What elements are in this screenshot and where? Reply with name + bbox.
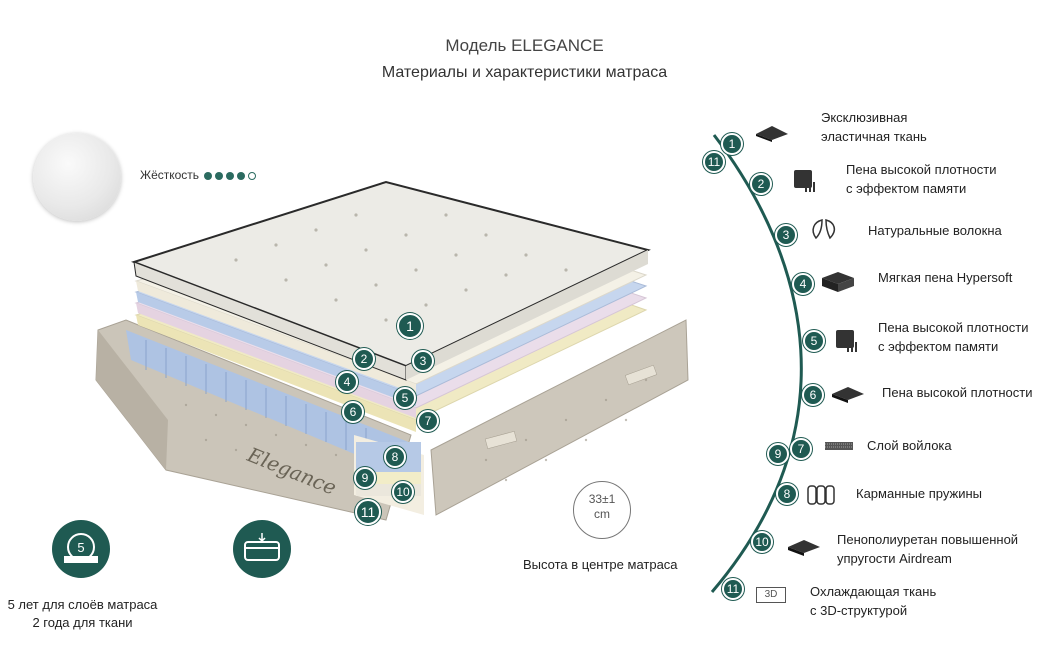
layer-badge-1: 1 — [397, 313, 423, 339]
guarantee-years: 5 — [77, 540, 84, 555]
curve-badge-top: 11 — [703, 151, 725, 173]
legend-item-8-line1: Карманные пружины — [856, 486, 982, 501]
fabric-sample-image — [33, 133, 121, 221]
legend-badge-3: 3 — [775, 224, 797, 246]
legend-item-8: Карманные пружины — [856, 484, 982, 503]
layer-badge-3: 3 — [412, 350, 434, 372]
3d-fabric-label: 3D — [764, 589, 778, 600]
hardness-dot — [215, 172, 223, 180]
guarantee-text: 5 лет для слоёв матраса 2 года для ткани — [0, 596, 165, 632]
height-unit: cm — [594, 507, 610, 521]
soft-foam-icon — [822, 272, 854, 292]
height-value: 33±1 — [588, 492, 616, 506]
legend-item-6: Пена высокой плотности — [882, 383, 1032, 402]
hardness-dot — [237, 172, 245, 180]
legend-item-1-line1: Эксклюзивная — [821, 110, 908, 125]
legend-item-10: Пенополиуретан повышенной упругости Aird… — [837, 530, 1018, 568]
legend-item-5-line2: с эффектом памяти — [878, 339, 999, 354]
dense-foam-icon — [832, 387, 864, 403]
hardness-label: Жёсткость — [140, 168, 200, 182]
legend-item-1: Эксклюзивная эластичная ткань — [821, 108, 927, 146]
legend-item-2-line1: Пена высокой плотности — [846, 162, 997, 177]
guarantee-line-2: 2 года для ткани — [32, 615, 133, 630]
layer-badge-7: 7 — [417, 410, 439, 432]
legend-item-6-line1: Пена высокой плотности — [882, 385, 1033, 400]
layer-badge-11: 11 — [355, 499, 381, 525]
3d-fabric-icon: 3D — [756, 587, 786, 603]
legend-badge-10: 10 — [751, 531, 773, 553]
pocket-springs-icon — [807, 485, 835, 505]
legend-badge-7: 7 — [790, 438, 812, 460]
legend-item-11: Охлаждающая ткань с 3D-структурой — [810, 582, 936, 620]
legend-item-11-line2: с 3D-структурой — [810, 603, 908, 618]
layer-badge-5: 5 — [394, 387, 416, 409]
legend-item-2-line2: с эффектом памяти — [846, 181, 967, 196]
layer-badge-10: 10 — [392, 481, 414, 503]
hardness-rating — [204, 172, 256, 180]
legend-item-10-line1: Пенополиуретан повышенной — [837, 532, 1019, 547]
legend-item-5-line1: Пена высокой плотности — [878, 320, 1029, 335]
legend-item-7-line1: Слой войлока — [867, 438, 952, 453]
layer-badge-8: 8 — [384, 446, 406, 468]
height-badge: 33±1 cm — [573, 481, 631, 539]
legend-badge-4: 4 — [792, 273, 814, 295]
legend-badge-11: 11 — [722, 578, 744, 600]
legend-badge-6: 6 — [802, 384, 824, 406]
legend-item-5: Пена высокой плотности с эффектом памяти — [878, 318, 1028, 356]
guarantee-icon: 5 — [52, 520, 110, 578]
legend-item-2: Пена высокой плотности с эффектом памяти — [846, 160, 996, 198]
hardness-dot — [226, 172, 234, 180]
memory-foam-hand-icon — [794, 170, 815, 192]
layer-badge-2: 2 — [353, 348, 375, 370]
legend-badge-1: 1 — [721, 133, 743, 155]
leaves-icon — [812, 219, 836, 240]
legend-badge-8: 8 — [776, 483, 798, 505]
legend-item-7: Слой войлока — [867, 436, 952, 455]
legend-badge-2: 2 — [750, 173, 772, 195]
page-title: Модель ELEGANCE — [445, 36, 604, 55]
mattress-illustration: Elegance — [95, 180, 689, 521]
legend-item-4: Мягкая пена Hypersoft — [878, 268, 1012, 287]
airdream-foam-icon — [788, 540, 820, 556]
layer-badge-4: 4 — [336, 371, 358, 393]
legend-item-11-line1: Охлаждающая ткань — [810, 584, 937, 599]
page-subtitle: Материалы и характеристики матраса — [381, 64, 668, 81]
fabric-icon — [756, 126, 788, 142]
memory-foam-hand-icon — [836, 330, 857, 352]
legend-badge-5: 5 — [803, 330, 825, 352]
felt-icon — [825, 442, 853, 450]
guarantee-line-1: 5 лет для слоёв матраса — [7, 597, 158, 612]
hardness-dot — [204, 172, 212, 180]
legend-item-3: Натуральные волокна — [868, 221, 1002, 240]
legend-item-1-line2: эластичная ткань — [821, 129, 927, 144]
layer-badge-6: 6 — [342, 401, 364, 423]
mattress-box-icon — [233, 520, 291, 578]
legend-item-10-line2: упругости Airdream — [837, 551, 952, 566]
legend-item-3-line1: Натуральные волокна — [868, 223, 1002, 238]
layer-badge-9: 9 — [354, 467, 376, 489]
hardness-dot-empty — [248, 172, 256, 180]
height-label: Высота в центре матраса — [523, 557, 678, 572]
legend-item-4-line1: Мягкая пена Hypersoft — [878, 270, 1013, 285]
curve-badge-9: 9 — [767, 443, 789, 465]
